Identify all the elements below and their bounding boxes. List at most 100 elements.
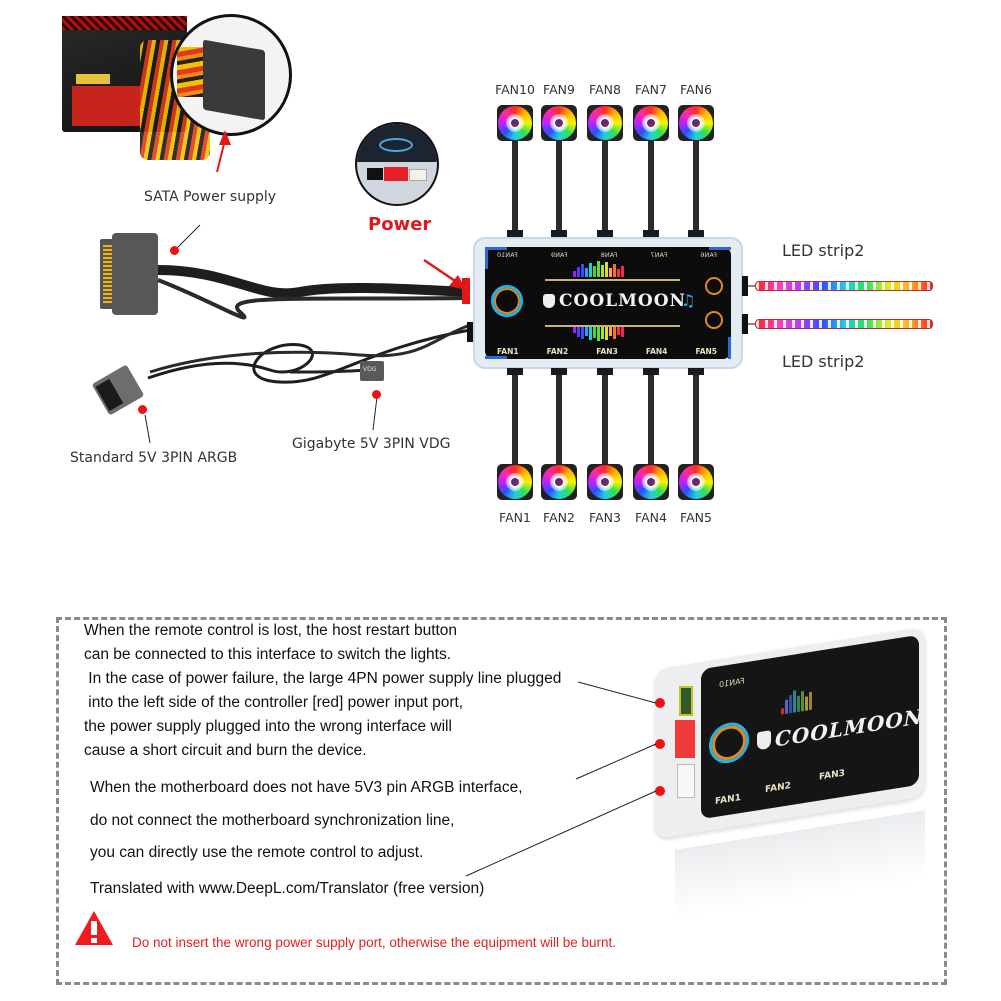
fan-cable — [602, 375, 608, 465]
ctrl-port-label: FAN6 — [700, 251, 717, 259]
fan-plug — [597, 230, 613, 237]
fan-cable — [648, 141, 654, 231]
sata-power-supply-label: SATA Power supply — [144, 189, 277, 205]
power-plug-red — [462, 278, 470, 304]
power-label: Power — [368, 214, 432, 235]
fan-plug — [688, 368, 704, 375]
controller-brand: COOLMOON — [559, 291, 687, 311]
argb-sync-port — [677, 764, 695, 798]
knob-top — [705, 277, 723, 295]
power-port-zoom-circle — [355, 122, 439, 206]
ctrl-port-label: FAN3 — [596, 347, 618, 356]
fan-icon — [497, 105, 533, 141]
mask-logo-icon — [543, 294, 555, 308]
fan-icon — [541, 105, 577, 141]
note-line: can be connected to this interface to sw… — [84, 646, 452, 663]
remote-receiver-ring — [491, 285, 523, 317]
vdg-connector: VDG — [360, 361, 384, 381]
product-port-label: FAN10 — [719, 676, 745, 690]
controller-side-port — [467, 322, 473, 342]
port-marker-dot — [655, 698, 665, 708]
fan-icon — [678, 105, 714, 141]
sata-connector-zoom-circle — [170, 14, 292, 136]
product-equalizer — [781, 686, 812, 715]
note-line: When the motherboard does not have 5V3 p… — [90, 779, 523, 796]
note-line: the power supply plugged into the wrong … — [84, 718, 452, 735]
led-strip-top-label: LED strip2 — [782, 241, 865, 260]
fan-cable — [512, 375, 518, 465]
note-line: do not connect the motherboard synchroni… — [90, 812, 455, 829]
fan-icon — [633, 464, 669, 500]
ctrl-port-label: FAN7 — [650, 251, 668, 259]
fan-plug — [507, 368, 523, 375]
fan-plug — [688, 230, 704, 237]
fan-icon — [587, 464, 623, 500]
mask-logo-icon — [757, 730, 771, 751]
product-port-label: FAN3 — [819, 768, 845, 783]
fan-label: FAN7 — [635, 82, 667, 97]
equalizer-bottom — [573, 327, 624, 341]
warning-triangle-icon — [74, 910, 114, 946]
knob-bottom — [705, 311, 723, 329]
led-strip-bottom-label: LED strip2 — [782, 352, 865, 371]
fan-cable — [693, 375, 699, 465]
standard-argb-label: Standard 5V 3PIN ARGB — [70, 450, 238, 466]
fan-label: FAN6 — [680, 82, 712, 97]
fan-icon — [497, 464, 533, 500]
ctrl-port-label: FAN9 — [550, 251, 568, 259]
equalizer-top — [573, 261, 624, 277]
vdg-connector-label: VDG — [363, 366, 377, 373]
warning-text: Do not insert the wrong power supply por… — [132, 935, 617, 950]
fan-label: FAN5 — [680, 510, 712, 525]
product-ring — [709, 719, 749, 766]
music-note-icon: ♫ — [681, 291, 696, 310]
port-marker-dot — [655, 786, 665, 796]
note-line: When the remote control is lost, the hos… — [84, 622, 458, 639]
sata-connector — [100, 233, 158, 315]
fan-cable — [648, 375, 654, 465]
fan-label: FAN3 — [589, 510, 621, 525]
led-strip-connector — [742, 314, 748, 334]
gigabyte-vdg-label: Gigabyte 5V 3PIN VDG — [292, 436, 451, 452]
fan-cable — [602, 141, 608, 231]
button-port — [679, 686, 693, 716]
fan-icon — [587, 105, 623, 141]
fan-cable — [556, 141, 562, 231]
controller-product-photo: FAN10 COOLMOON FAN1 FAN2 FAN3 — [655, 626, 935, 920]
fan-plug — [507, 230, 523, 237]
led-strip-top — [755, 281, 933, 291]
controller-face: FAN6 FAN7 FAN8 FAN9 FAN10 COOLMOON ♫ FAN… — [485, 247, 731, 359]
fan-label: FAN2 — [543, 510, 575, 525]
ctrl-port-label: FAN4 — [645, 347, 668, 356]
note-line: Translated with www.DeepL.com/Translator… — [90, 880, 485, 897]
notes-panel — [56, 617, 947, 985]
vdg-marker-dot — [372, 390, 381, 399]
product-port-label: FAN2 — [765, 781, 791, 796]
fan-plug — [551, 368, 567, 375]
fan-plug — [643, 368, 659, 375]
sata-marker-dot — [170, 246, 179, 255]
fan-icon — [633, 105, 669, 141]
fan-icon — [678, 464, 714, 500]
ctrl-port-label: FAN10 — [497, 251, 518, 259]
fan-label: FAN1 — [499, 510, 531, 525]
led-strip-connector — [742, 276, 748, 296]
fan-cable — [556, 375, 562, 465]
fan-label: FAN10 — [495, 82, 535, 97]
note-line: In the case of power failure, the large … — [84, 670, 562, 687]
ctrl-port-label: FAN2 — [546, 347, 569, 356]
port-marker-dot — [655, 739, 665, 749]
connection-lines — [144, 130, 471, 444]
fan-label: FAN9 — [543, 82, 575, 97]
ctrl-port-label: FAN1 — [497, 347, 519, 356]
ctrl-port-label: FAN5 — [695, 347, 717, 356]
fan-plug — [643, 230, 659, 237]
product-port-label: FAN1 — [715, 792, 741, 808]
fan-label: FAN4 — [635, 510, 667, 525]
fan-cable — [512, 141, 518, 231]
fan-icon — [541, 464, 577, 500]
power-input-port — [675, 720, 695, 758]
fan-plug — [551, 230, 567, 237]
led-strip-bottom — [755, 319, 933, 329]
note-line: you can directly use the remote control … — [90, 844, 424, 861]
